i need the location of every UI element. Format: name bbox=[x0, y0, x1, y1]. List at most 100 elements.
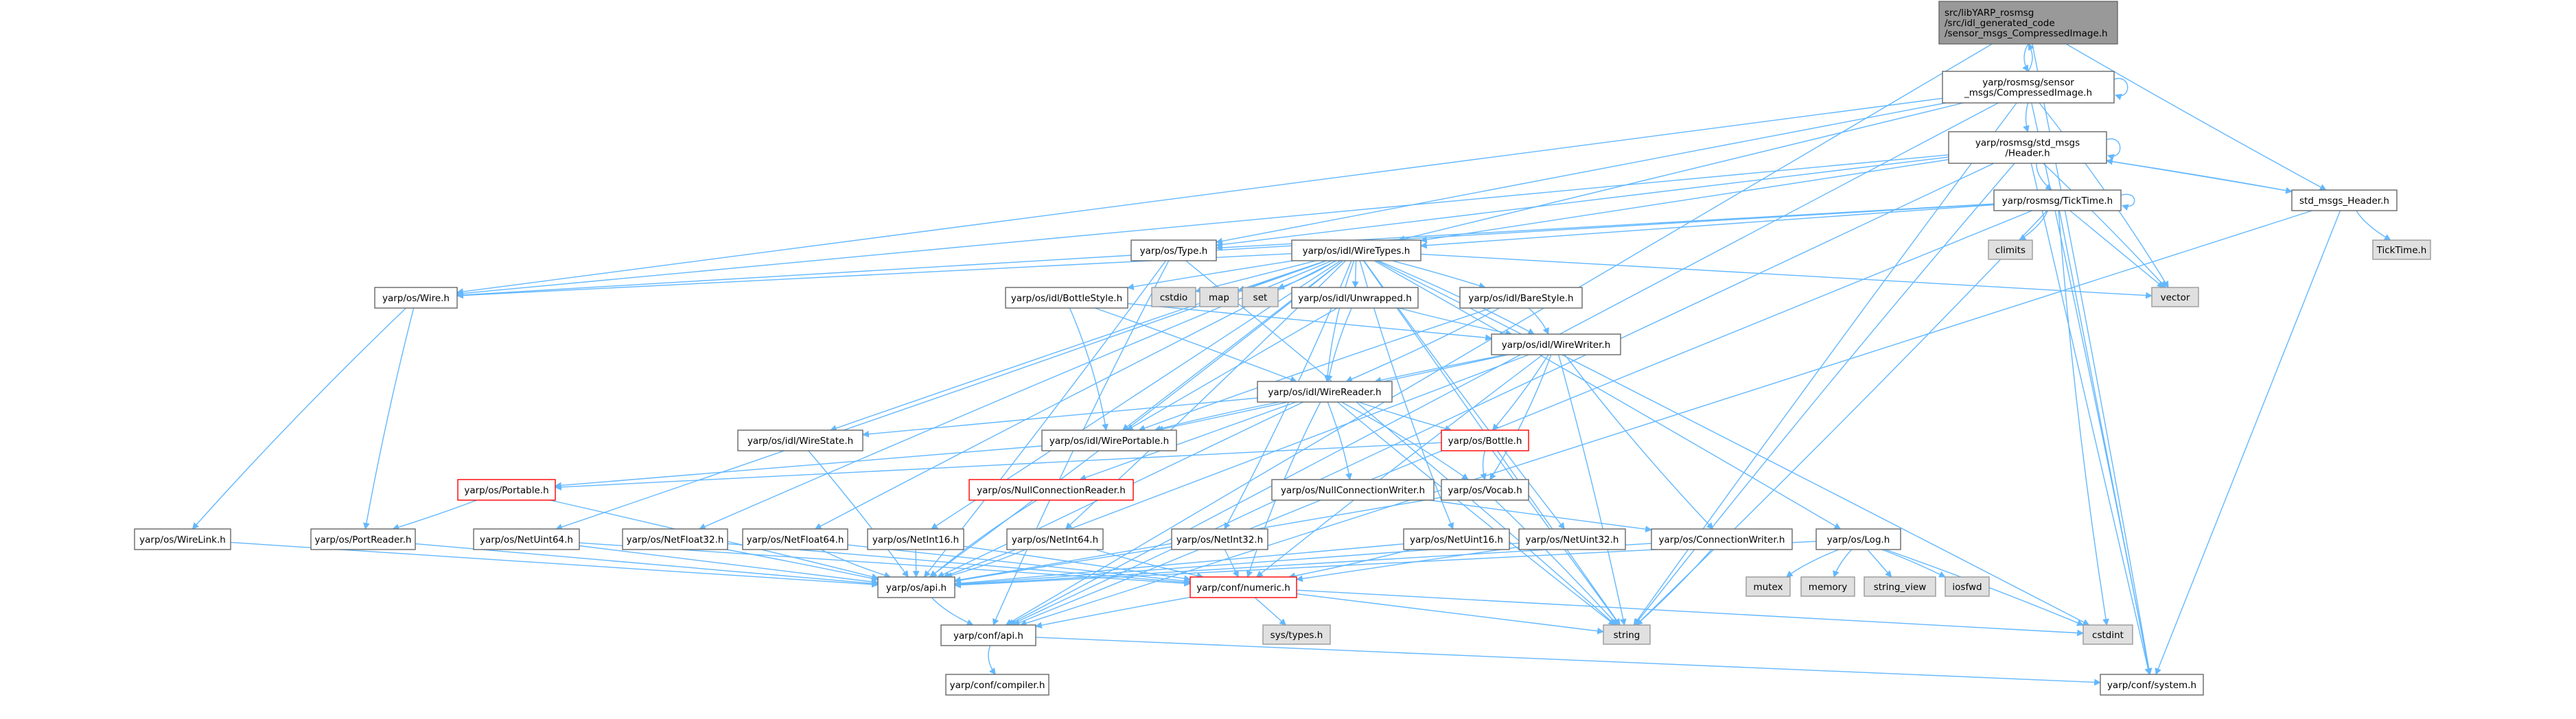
node-box bbox=[1242, 287, 1279, 307]
node-wirereader[interactable]: yarp/os/idl/WireReader.h bbox=[1257, 381, 1393, 403]
node-label: map bbox=[1209, 292, 1229, 303]
dependency-edge bbox=[1138, 307, 1492, 432]
dependency-edge bbox=[1833, 549, 1853, 578]
node-box bbox=[1945, 576, 1990, 597]
node-label: yarp/os/NetInt64.h bbox=[1012, 534, 1098, 545]
node-cstdint: cstdint bbox=[2082, 624, 2133, 645]
node-root[interactable]: src/libYARP_rosmsg/src/idl_generated_cod… bbox=[1938, 1, 2118, 45]
node-netint32[interactable]: yarp/os/NetInt32.h bbox=[1171, 528, 1268, 550]
node-label: sys/types.h bbox=[1270, 630, 1323, 641]
node-box bbox=[1403, 528, 1510, 550]
node-box bbox=[1171, 528, 1268, 550]
node-box bbox=[1199, 287, 1239, 307]
dependency-edge bbox=[1296, 589, 2084, 637]
node-nullconnwriter[interactable]: yarp/os/NullConnectionWriter.h bbox=[1271, 479, 1435, 501]
node-label: yarp/os/idl/Unwrapped.h bbox=[1298, 293, 1412, 304]
dependency-edge bbox=[1254, 597, 1287, 626]
node-std-msgs-header[interactable]: std_msgs_Header.h bbox=[2291, 189, 2398, 211]
node-ticktime-sys: TickTime.h bbox=[2372, 239, 2431, 260]
node-wirelink[interactable]: yarp/os/WireLink.h bbox=[134, 528, 231, 550]
node-ticktime[interactable]: yarp/rosmsg/TickTime.h bbox=[1993, 189, 2122, 211]
node-label: cstdio bbox=[1160, 292, 1187, 303]
node-netuint64[interactable]: yarp/os/NetUint64.h bbox=[473, 528, 580, 550]
dependency-edge bbox=[1126, 307, 1338, 431]
node-unwrapped[interactable]: yarp/os/idl/Unwrapped.h bbox=[1291, 287, 1419, 309]
node-map: map bbox=[1199, 287, 1239, 307]
node-bottlestyle[interactable]: yarp/os/idl/BottleStyle.h bbox=[1005, 287, 1128, 309]
dependency-edge bbox=[392, 499, 477, 531]
node-type[interactable]: yarp/os/Type.h bbox=[1130, 239, 1217, 261]
node-wireportable[interactable]: yarp/os/idl/WirePortable.h bbox=[1041, 429, 1177, 451]
node-barestyle[interactable]: yarp/os/idl/BareStyle.h bbox=[1459, 287, 1583, 309]
node-label: yarp/os/NetUint16.h bbox=[1410, 534, 1503, 545]
dependency-edge bbox=[2023, 102, 2030, 132]
node-label: yarp/os/NullConnectionReader.h bbox=[977, 485, 1126, 496]
node-label: yarp/os/NetInt16.h bbox=[872, 534, 959, 545]
node-wirewriter[interactable]: yarp/os/idl/WireWriter.h bbox=[1491, 333, 1621, 355]
dependency-edge bbox=[1376, 260, 2090, 626]
node-box bbox=[1745, 576, 1791, 597]
node-portreader[interactable]: yarp/os/PortReader.h bbox=[310, 528, 416, 550]
dependency-edge bbox=[1127, 260, 1294, 290]
dependency-edge bbox=[2019, 210, 2048, 241]
dependency-edge bbox=[1881, 549, 1946, 578]
dependency-edge bbox=[1528, 307, 1549, 335]
dependency-edge bbox=[1429, 499, 1652, 533]
node-memory: memory bbox=[1800, 576, 1855, 597]
dependency-edge bbox=[1636, 210, 2048, 626]
node-osapi[interactable]: yarp/os/api.h bbox=[877, 576, 955, 598]
node-box bbox=[1815, 528, 1901, 550]
dependency-edge bbox=[945, 549, 1025, 579]
node-compiler[interactable]: yarp/conf/compiler.h bbox=[945, 674, 1049, 696]
node-wire[interactable]: yarp/os/Wire.h bbox=[374, 287, 458, 309]
dependency-edge bbox=[1564, 354, 1714, 530]
dependency-edge bbox=[2155, 210, 2341, 675]
node-netint16[interactable]: yarp/os/NetInt16.h bbox=[867, 528, 964, 550]
dependency-edge bbox=[1296, 593, 1604, 635]
node-netfloat64[interactable]: yarp/os/NetFloat64.h bbox=[742, 528, 848, 550]
node-label: iosfwd bbox=[1952, 582, 1982, 593]
node-log[interactable]: yarp/os/Log.h bbox=[1815, 528, 1901, 550]
node-label: yarp/os/NullConnectionWriter.h bbox=[1281, 485, 1425, 496]
node-box bbox=[1993, 189, 2122, 211]
node-box bbox=[1291, 239, 1422, 261]
node-vocab[interactable]: yarp/os/Vocab.h bbox=[1441, 479, 1529, 501]
node-wiretypes[interactable]: yarp/os/idl/WireTypes.h bbox=[1291, 239, 1422, 261]
node-box bbox=[1948, 131, 2107, 164]
node-label: string bbox=[1614, 630, 1640, 641]
node-std-header[interactable]: yarp/rosmsg/std_msgs/Header.h bbox=[1948, 131, 2107, 164]
dependency-edge bbox=[579, 545, 879, 585]
node-connwriter[interactable]: yarp/os/ConnectionWriter.h bbox=[1651, 528, 1793, 550]
node-netfloat32[interactable]: yarp/os/NetFloat32.h bbox=[622, 528, 728, 550]
node-label: TickTime.h bbox=[2376, 245, 2427, 256]
dependency-edge bbox=[1069, 307, 1109, 431]
node-netuint16[interactable]: yarp/os/NetUint16.h bbox=[1403, 528, 1510, 550]
node-box bbox=[1271, 479, 1435, 501]
dependency-edge bbox=[1296, 546, 1520, 582]
node-label: yarp/rosmsg/sensor bbox=[1982, 78, 2074, 89]
node-box bbox=[1938, 1, 2118, 45]
node-numeric[interactable]: yarp/conf/numeric.h bbox=[1190, 576, 1297, 598]
node-nullconnreader[interactable]: yarp/os/NullConnectionReader.h bbox=[968, 479, 1134, 501]
node-box bbox=[2291, 189, 2398, 211]
node-compressed[interactable]: yarp/rosmsg/sensor_msgs/CompressedImage.… bbox=[1942, 71, 2115, 104]
node-bottle[interactable]: yarp/os/Bottle.h bbox=[1441, 429, 1529, 451]
node-box bbox=[877, 576, 955, 598]
dependency-edge bbox=[931, 597, 974, 626]
node-netint64[interactable]: yarp/os/NetInt64.h bbox=[1006, 528, 1104, 550]
node-label: yarp/conf/api.h bbox=[953, 630, 1023, 641]
node-netuint32[interactable]: yarp/os/NetUint32.h bbox=[1518, 528, 1626, 550]
dependency-edge bbox=[1327, 401, 1352, 480]
dependency-edge bbox=[2065, 43, 2327, 191]
node-box bbox=[622, 528, 728, 550]
node-box bbox=[1006, 528, 1104, 550]
node-system[interactable]: yarp/conf/system.h bbox=[2100, 674, 2204, 696]
node-wirestate[interactable]: yarp/os/idl/WireState.h bbox=[737, 429, 863, 451]
node-portable[interactable]: yarp/os/Portable.h bbox=[457, 479, 556, 501]
node-box bbox=[2100, 674, 2204, 696]
node-confapi[interactable]: yarp/conf/api.h bbox=[940, 624, 1036, 646]
dependency-edge bbox=[1216, 102, 1946, 245]
dependency-edge bbox=[1634, 163, 2015, 626]
node-label: yarp/os/idl/BareStyle.h bbox=[1468, 293, 1573, 304]
node-label: yarp/os/Vocab.h bbox=[1448, 485, 1522, 496]
